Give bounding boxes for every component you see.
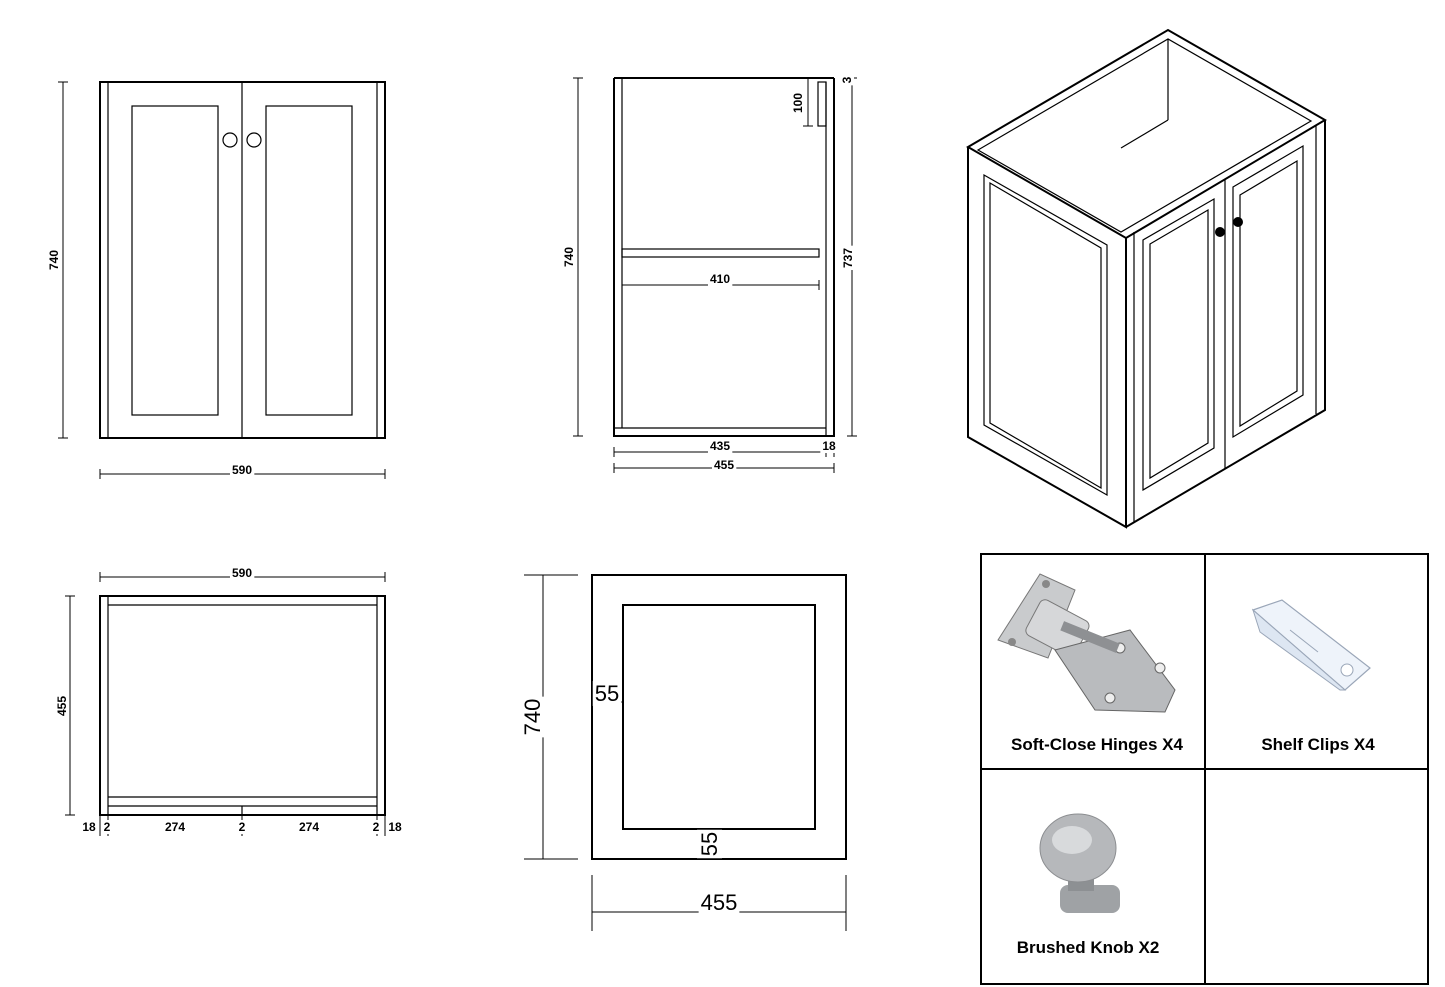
top-view: 590 455 18 2 274 2 274 2 18	[55, 566, 404, 836]
label-bg	[229, 463, 255, 477]
label-bg	[820, 439, 838, 453]
label-bg	[162, 820, 188, 834]
panel-width-label: 455	[701, 890, 738, 915]
accessories-grid: Soft-Close Hinges X4 Shelf Clips X4 Brus…	[980, 553, 1429, 985]
label-bg	[697, 829, 722, 859]
knob-left	[222, 132, 238, 148]
inner-depth-label: 435	[710, 439, 730, 453]
label-bg	[791, 90, 805, 116]
label-bg	[55, 693, 69, 719]
frame-left-label: 55	[595, 681, 619, 706]
dim-left-panel: 18	[82, 820, 96, 834]
iso-knob-left	[1215, 227, 1225, 237]
accessory-label-knob: Brushed Knob X2	[1017, 938, 1160, 957]
dim-left-door: 274	[165, 820, 185, 834]
dim-right-door: 274	[299, 820, 319, 834]
side-panel-view: 740 455 55 55	[520, 574, 847, 931]
label-bg	[370, 820, 382, 834]
label-bg	[386, 820, 404, 834]
label-bg	[520, 696, 545, 738]
front-width-label: 590	[232, 463, 252, 477]
label-bg	[236, 820, 248, 834]
dim-right-gap: 2	[373, 820, 380, 834]
label-bg	[840, 74, 854, 86]
label-bg	[711, 458, 737, 472]
frame-bottom-label: 55	[697, 832, 722, 856]
door-left-panel	[131, 105, 219, 416]
dim-left-gap: 2	[104, 820, 111, 834]
label-bg	[707, 272, 733, 286]
dim-center-gap: 2	[239, 820, 246, 834]
side-panel-height-label: 737	[841, 248, 855, 268]
label-bg	[592, 681, 622, 706]
iso-knob-right	[1233, 217, 1243, 227]
shelf-clip-icon	[1251, 599, 1371, 691]
top-width-label: 590	[232, 566, 252, 580]
label-bg	[229, 566, 255, 580]
front-view: 740 590	[47, 81, 386, 479]
accessory-label-shelf-clips: Shelf Clips X4	[1261, 735, 1375, 754]
dim-right-panel: 18	[388, 820, 402, 834]
top-depth-label: 455	[55, 696, 69, 716]
label-bg	[101, 820, 113, 834]
front-height-label: 740	[47, 250, 61, 270]
label-bg	[698, 890, 740, 915]
top-rail-label: 100	[791, 93, 805, 113]
side-view: 740 737 3 100 410 435 18 455	[562, 74, 857, 473]
label-bg	[707, 439, 733, 453]
label-bg	[562, 244, 576, 270]
side-height-label: 740	[562, 247, 576, 267]
knob-icon	[1039, 813, 1120, 913]
shelf	[621, 248, 820, 258]
top-gap-label: 3	[840, 76, 854, 83]
hinge-icon	[997, 573, 1176, 713]
shelf-depth-label: 410	[710, 272, 730, 286]
accessory-label-hinges: Soft-Close Hinges X4	[1011, 735, 1183, 754]
isometric-cabinet	[966, 28, 1327, 529]
panel-height-label: 740	[520, 699, 545, 736]
door-right-panel	[265, 105, 353, 416]
label-bg	[296, 820, 322, 834]
label-bg	[80, 820, 98, 834]
label-bg	[47, 247, 61, 273]
knob-right	[246, 132, 262, 148]
side-depth-label: 455	[714, 458, 734, 472]
panel-thickness-label: 18	[822, 439, 836, 453]
label-bg	[841, 245, 855, 271]
